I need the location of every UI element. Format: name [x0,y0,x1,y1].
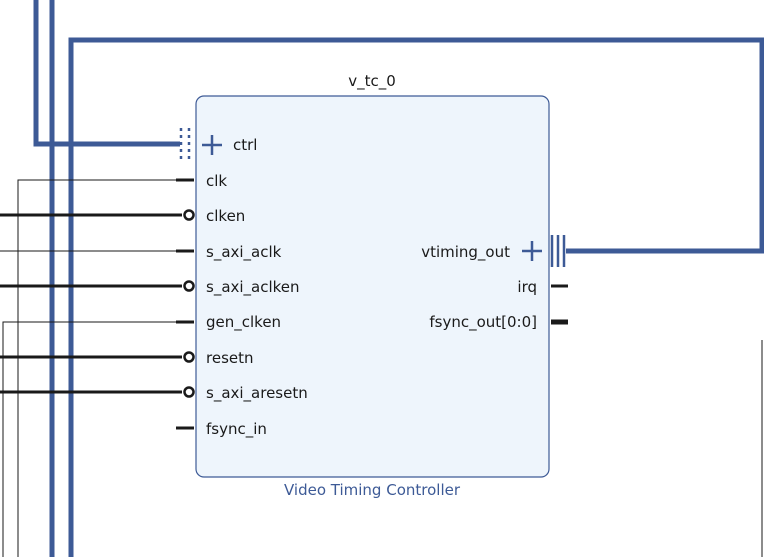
port-s-axi-aclk[interactable]: s_axi_aclk [176,243,282,262]
inversion-bubble-icon [183,386,195,398]
bus-nets [33,0,764,557]
port-s-axi-aresetn[interactable]: s_axi_aresetn [183,384,308,403]
port-label-fsync-out: fsync_out[0:0] [429,313,537,332]
port-label-s-axi-aclken: s_axi_aclken [206,278,300,297]
inversion-bubble-icon [183,280,195,292]
port-vtiming-out[interactable]: vtiming_out [421,235,566,267]
inversion-bubble-icon [183,351,195,363]
port-label-resetn: resetn [206,349,254,367]
port-clken[interactable]: clken [183,207,246,225]
port-fsync-in[interactable]: fsync_in [176,420,267,439]
net-gen-clken[interactable] [2,321,178,557]
port-resetn[interactable]: resetn [183,349,254,367]
port-clk[interactable]: clk [176,172,227,190]
expand-plus-icon[interactable] [522,241,542,261]
port-label-s-axi-aclk: s_axi_aclk [206,243,282,262]
ip-block[interactable] [195,95,550,478]
port-label-ctrl: ctrl [233,136,257,154]
expand-plus-icon[interactable] [202,135,222,155]
ip-name: Video Timing Controller [284,481,461,499]
port-label-fsync-in: fsync_in [206,420,267,439]
net-ctrl-bus[interactable] [33,0,180,147]
net-clk[interactable] [17,179,178,557]
port-label-vtiming-out: vtiming_out [421,243,510,262]
port-gen-clken[interactable]: gen_clken [176,313,281,332]
port-label-gen-clken: gen_clken [206,313,281,332]
port-irq[interactable]: irq [517,278,568,296]
port-label-s-axi-aresetn: s_axi_aresetn [206,384,308,403]
port-label-irq: irq [517,278,537,296]
port-label-clk: clk [206,172,227,190]
bus-pin-icon [550,235,566,267]
instance-name: v_tc_0 [348,72,396,91]
port-s-axi-aclken[interactable]: s_axi_aclken [183,278,300,297]
inversion-bubble-icon [183,209,195,221]
net-vtiming-bus[interactable] [68,37,764,557]
port-ctrl[interactable]: ctrl [179,128,257,160]
signal-nets [0,179,763,557]
port-fsync-out[interactable]: fsync_out[0:0] [429,313,568,332]
port-label-clken: clken [206,207,245,225]
